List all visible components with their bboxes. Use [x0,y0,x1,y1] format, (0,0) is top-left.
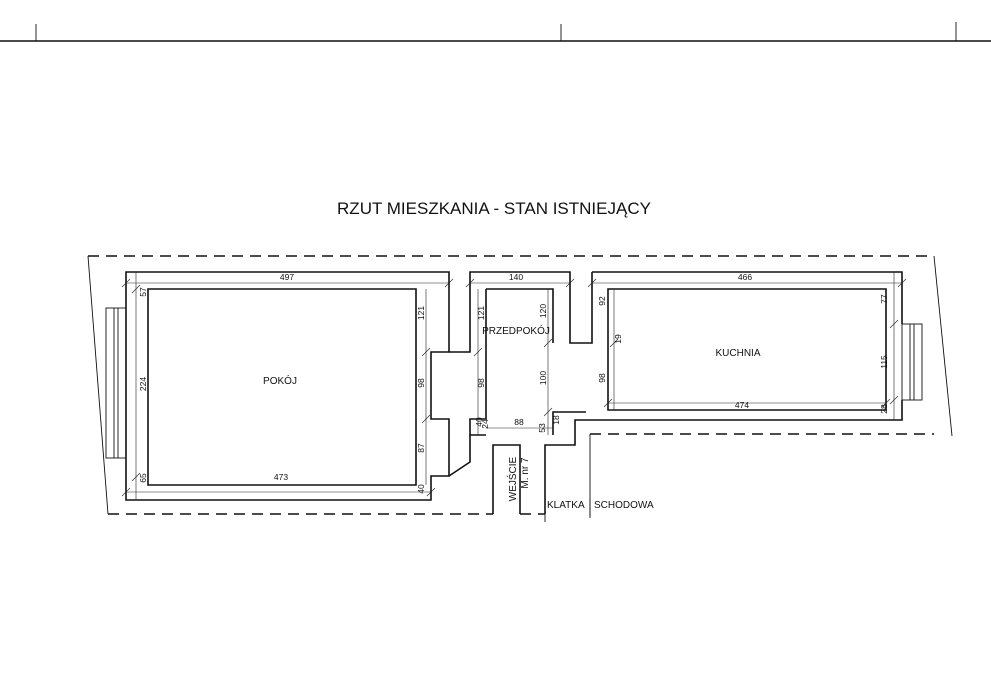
dim-kuchnia-left-3: 98 [597,373,607,383]
dim-pokoj-left-mid: 224 [138,377,148,391]
dim-kuchnia-bottom: 474 [735,400,749,410]
entrance-label: WEJŚCIE [506,456,519,501]
przedpokoj-walls [448,271,593,514]
dim-hall-right-2: 100 [538,371,548,385]
building-outline [87,255,953,522]
dim-hall-left-1: 121 [476,306,486,320]
stairwell-label-word2: SCHODOWA [594,500,654,511]
dim-kuchnia-top: 466 [738,272,752,282]
dim-hall-small-3: 53 [537,423,547,433]
dim-kuchnia-right-2: 115 [879,355,889,369]
dim-hall-bottom: 88 [514,417,524,427]
entrance-apartment-number: M. nr 7 [520,457,531,489]
room-label-przedpokoj: PRZEDPOKÓJ [482,324,550,337]
dim-kuchnia-right-1: 77 [879,294,889,304]
dim-pokoj-left-bot: 65 [138,473,148,483]
dimension-ticks [121,278,907,497]
stairwell-label-word1: KLATKA [547,500,585,511]
dim-kuchnia-left-2: 19 [613,334,623,344]
pokoj-window [105,307,127,459]
dim-pokoj-right-3: 87 [416,443,426,453]
dimension-lines [126,272,902,500]
dim-pokoj-right-2: 98 [416,378,426,388]
dim-kuchnia-right-3: 28 [879,404,889,414]
room-label-pokoj: POKÓJ [263,374,297,387]
dim-pokoj-left-top: 57 [138,287,148,297]
kuchnia-window [901,323,923,401]
dim-hall-small-1: 40 [474,417,484,427]
dim-pokoj-top: 497 [280,272,294,282]
title-block-frame [0,22,991,42]
dim-hall-left-2: 98 [476,378,486,388]
dim-pokoj-right-4: 40 [416,484,426,494]
dim-pokoj-bottom: 473 [274,472,288,482]
drawing-title: RZUT MIESZKANIA - STAN ISTNIEJĄCY [337,199,651,218]
dim-hall-top: 140 [509,272,523,282]
dim-pokoj-right-1: 121 [416,306,426,320]
pokoj-walls [125,271,450,501]
dim-kuchnia-left-1: 92 [597,296,607,306]
dim-hall-small-4: 18 [551,415,561,425]
dim-hall-right-1: 120 [538,304,548,318]
room-label-kuchnia: KUCHNIA [715,348,760,359]
kuchnia-walls [590,271,903,421]
dim-hall-small-2: 24 [480,419,490,429]
